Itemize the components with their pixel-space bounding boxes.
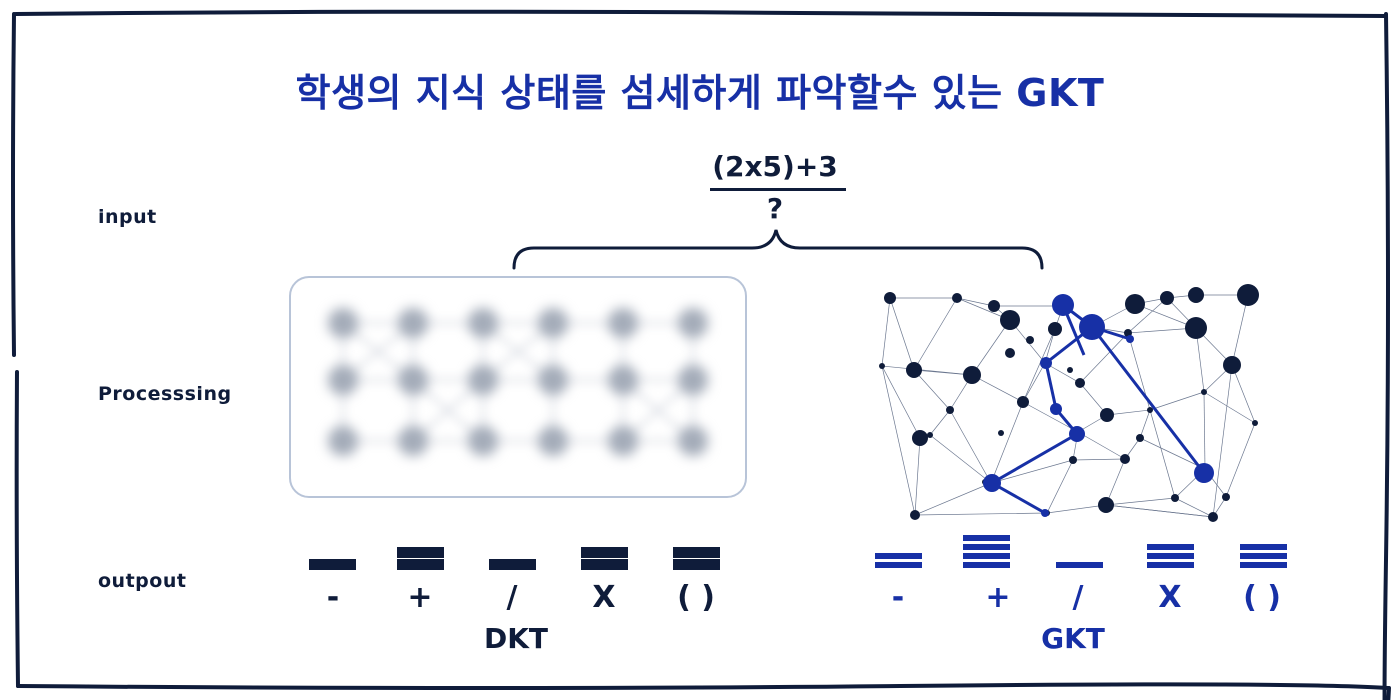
input-label: input [98, 206, 157, 228]
dkt-bar-divide [489, 559, 536, 570]
gkt-bar-parens [1240, 553, 1287, 561]
dkt-op-multiply: X [592, 580, 616, 615]
gkt-bar-plus [963, 544, 1010, 552]
dkt-bar-plus [397, 559, 444, 570]
page-title: 학생의 지식 상태를 섬세하게 파악할수 있는 GKT [295, 71, 1105, 115]
gkt-bar-minus [875, 562, 922, 570]
fraction-line [710, 188, 846, 191]
question-mark: ? [766, 192, 784, 225]
dkt-bar-minus [309, 559, 356, 570]
gkt-bar-plus [963, 535, 1010, 543]
dkt-bar-multiply [581, 547, 628, 558]
gkt-op-plus: + [985, 580, 1011, 615]
dkt-op-plus: + [407, 580, 433, 615]
gkt-op-parens: ( ) [1243, 580, 1281, 615]
gkt-bar-parens [1240, 544, 1287, 552]
dkt-label: DKT [483, 622, 549, 655]
gkt-op-multiply: X [1158, 580, 1182, 615]
gkt-bar-multiply [1147, 562, 1194, 570]
gkt-label: GKT [1041, 622, 1105, 655]
output-label: outpout [98, 570, 187, 592]
processing-label: Processsing [98, 383, 232, 405]
gkt-bar-plus [963, 553, 1010, 561]
gkt-op-divide: / [1072, 580, 1084, 615]
dkt-op-divide: / [506, 580, 518, 615]
gkt-bar-multiply [1147, 553, 1194, 561]
dkt-op-parens: ( ) [677, 580, 715, 615]
dkt-bar-plus [397, 547, 444, 558]
gkt-bar-multiply [1147, 544, 1194, 552]
dkt-bar-multiply [581, 559, 628, 570]
gkt-op-minus: - [891, 580, 905, 615]
gkt-bar-minus [875, 553, 922, 561]
dkt-bar-parens [673, 559, 720, 570]
dkt-bar-parens [673, 547, 720, 558]
gkt-bar-plus [963, 562, 1010, 570]
gkt-bar-parens [1240, 562, 1287, 570]
dkt-op-minus: - [326, 580, 340, 615]
curly-brace [512, 229, 1044, 270]
dkt-processing-box [289, 276, 747, 498]
formula: (2x5)+3 [712, 150, 838, 183]
gkt-graph-network [879, 284, 1259, 522]
gkt-bar-divide [1056, 562, 1103, 570]
